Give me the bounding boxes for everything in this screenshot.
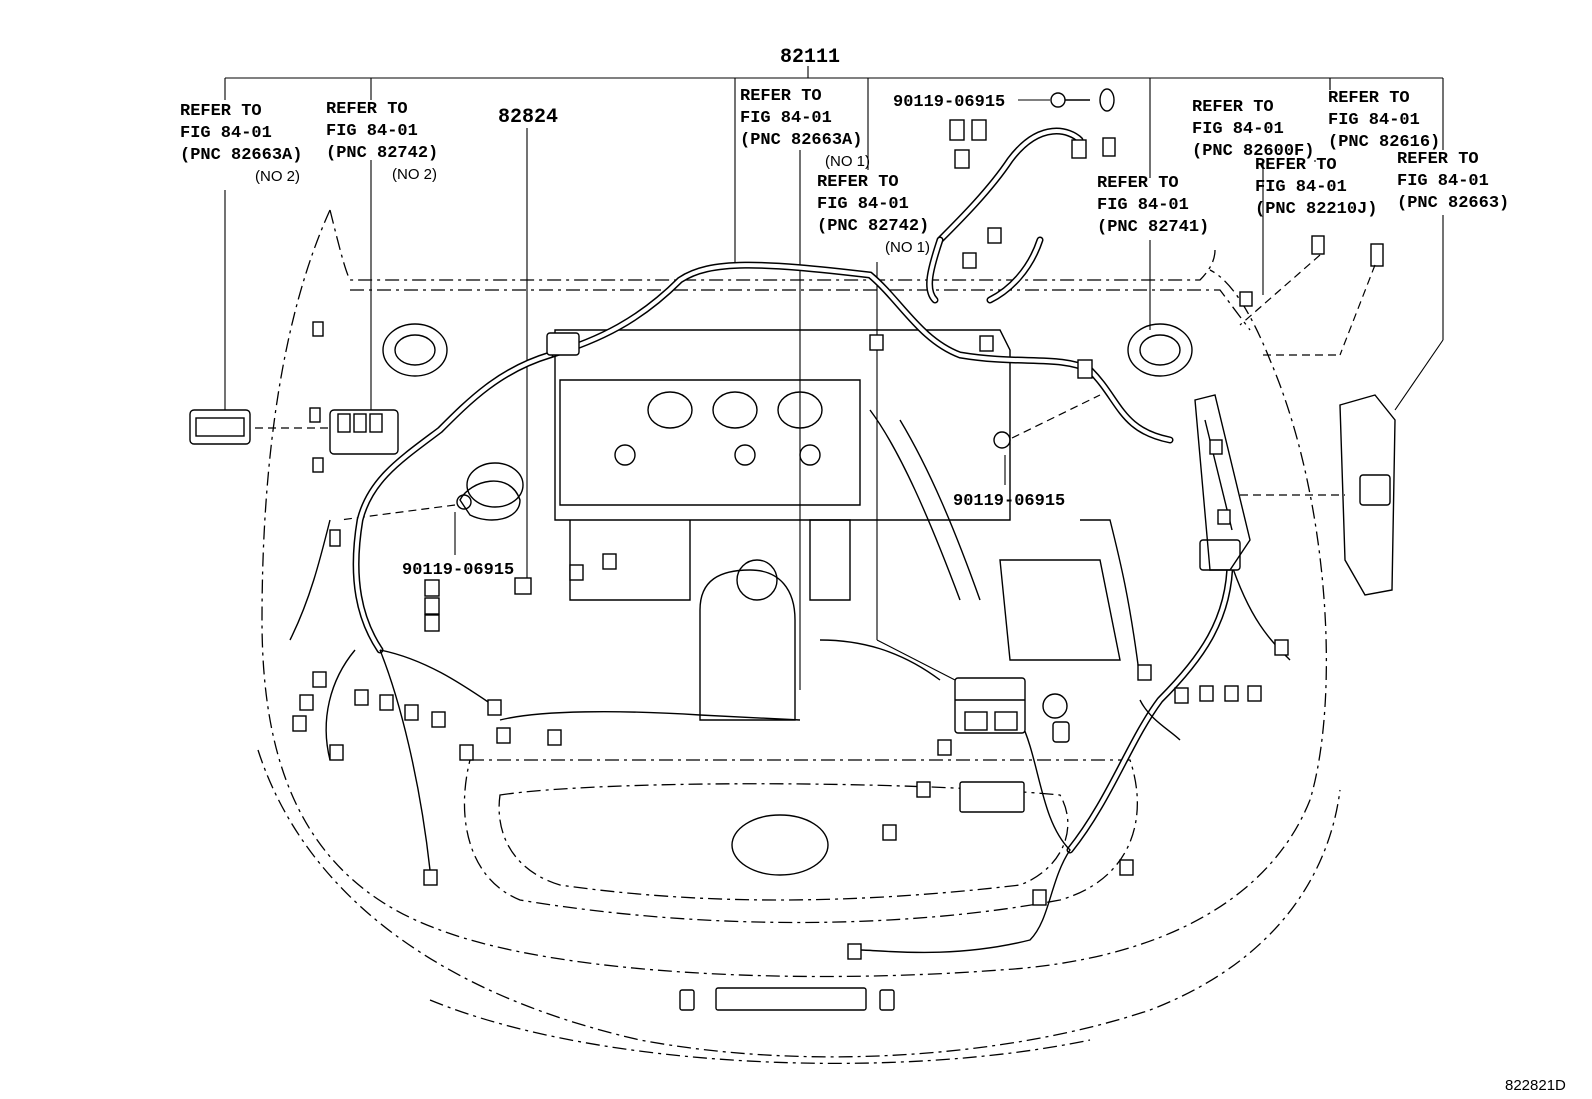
callout-82663: REFER TO FIG 84-01 (PNC 82663)	[1394, 150, 1509, 411]
engine-block	[459, 329, 1141, 721]
svg-text:FIG 84-01: FIG 84-01	[1397, 172, 1489, 191]
svg-text:(PNC 82663A): (PNC 82663A)	[180, 146, 302, 165]
svg-text:REFER TO: REFER TO	[1397, 150, 1479, 169]
svg-text:(PNC 82210J): (PNC 82210J)	[1255, 200, 1377, 219]
bolt-top: 90119-06915	[893, 88, 1115, 112]
svg-text:FIG 84-01: FIG 84-01	[1328, 111, 1420, 130]
main-part-number: 82111	[780, 46, 840, 69]
strut-towers	[382, 323, 1193, 377]
svg-text:90119-06915: 90119-06915	[953, 492, 1065, 511]
svg-text:FIG 84-01: FIG 84-01	[817, 195, 909, 214]
callout-82742-no1: REFER TO FIG 84-01 (PNC 82742) (NO 1)	[817, 173, 956, 681]
svg-text:REFER TO: REFER TO	[817, 173, 899, 192]
right-harness-strip	[1194, 394, 1251, 571]
svg-text:90119-06915: 90119-06915	[893, 93, 1005, 112]
svg-text:(PNC 82742): (PNC 82742)	[817, 217, 929, 236]
svg-text:FIG 84-01: FIG 84-01	[1097, 196, 1189, 215]
svg-text:(PNC 82616): (PNC 82616)	[1328, 133, 1440, 152]
part-82824-number: 82824	[498, 106, 558, 129]
relay-blocks	[189, 254, 1396, 813]
harness-connectors	[292, 119, 1384, 960]
svg-text:90119-06915: 90119-06915	[402, 561, 514, 580]
harness-wires	[289, 127, 1291, 954]
svg-text:FIG 84-01: FIG 84-01	[326, 122, 418, 141]
svg-text:(PNC 82663A): (PNC 82663A)	[740, 131, 862, 150]
svg-text:REFER TO: REFER TO	[1097, 174, 1179, 193]
svg-text:(NO 2): (NO 2)	[392, 166, 437, 183]
main-part-bracket	[224, 66, 1444, 178]
svg-text:FIG 84-01: FIG 84-01	[1192, 120, 1284, 139]
svg-text:(NO 1): (NO 1)	[885, 239, 930, 256]
svg-text:FIG 84-01: FIG 84-01	[1255, 178, 1347, 197]
vehicle-body-outline	[257, 209, 1341, 1065]
callout-82742-no2: REFER TO FIG 84-01 (PNC 82742) (NO 2)	[326, 100, 438, 410]
svg-text:REFER TO: REFER TO	[1328, 89, 1410, 108]
callout-82210j: REFER TO FIG 84-01 (PNC 82210J)	[1255, 156, 1377, 219]
callout-82663a-no2: REFER TO FIG 84-01 (PNC 82663A) (NO 2)	[180, 102, 302, 410]
svg-text:(PNC 82600F): (PNC 82600F)	[1192, 142, 1314, 161]
svg-text:FIG 84-01: FIG 84-01	[740, 109, 832, 128]
svg-text:(PNC 82663): (PNC 82663)	[1397, 194, 1509, 213]
drawing-id: 822821D	[1505, 1077, 1566, 1094]
callout-82663a-no1: REFER TO FIG 84-01 (PNC 82663A) (NO 1)	[734, 87, 870, 690]
svg-text:FIG 84-01: FIG 84-01	[180, 124, 272, 143]
svg-text:REFER TO: REFER TO	[740, 87, 822, 106]
callout-82616: REFER TO FIG 84-01 (PNC 82616)	[1328, 78, 1440, 152]
svg-text:REFER TO: REFER TO	[1255, 156, 1337, 175]
svg-text:REFER TO: REFER TO	[180, 102, 262, 121]
svg-text:(PNC 82741): (PNC 82741)	[1097, 218, 1209, 237]
svg-text:(NO 2): (NO 2)	[255, 168, 300, 185]
callout-82741: REFER TO FIG 84-01 (PNC 82741)	[1097, 174, 1209, 330]
svg-text:(NO 1): (NO 1)	[825, 153, 870, 170]
svg-text:(PNC 82742): (PNC 82742)	[326, 144, 438, 163]
callout-82600f: REFER TO FIG 84-01 (PNC 82600F)	[1192, 98, 1314, 295]
svg-text:REFER TO: REFER TO	[1192, 98, 1274, 117]
svg-text:REFER TO: REFER TO	[326, 100, 408, 119]
bolt-right: 90119-06915	[953, 394, 1101, 511]
